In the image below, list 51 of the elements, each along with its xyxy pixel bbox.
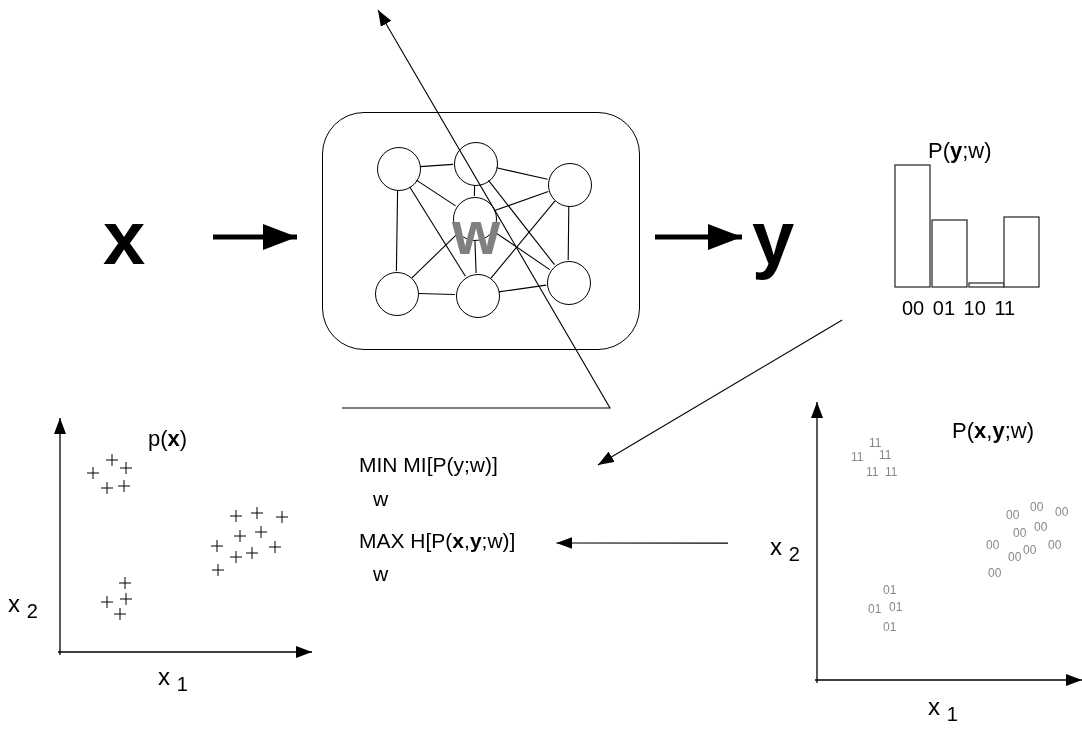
connector-line <box>415 179 457 207</box>
axis-label: x $_{1}$ <box>158 665 188 694</box>
point-label: 11 <box>879 449 892 461</box>
point-label: 11 <box>866 466 879 478</box>
point-label: 00 <box>986 539 1000 551</box>
connector-line <box>567 205 570 261</box>
plot-title: P(x,y;w) <box>952 420 1034 442</box>
connector-line <box>498 284 547 293</box>
connector-line <box>487 179 556 266</box>
point-label: 11 <box>885 466 898 478</box>
point-label: 11 <box>851 451 864 463</box>
connector-line <box>473 184 476 197</box>
subscript-label: w <box>373 488 389 509</box>
point-label: 01 <box>883 621 897 633</box>
thick-arrow <box>213 224 297 250</box>
connector-line <box>494 190 549 212</box>
point-label: 01 <box>868 603 882 615</box>
arrow <box>597 319 843 466</box>
axis-label: x $_{2}$ <box>770 535 800 564</box>
point-label: 00 <box>1048 539 1062 551</box>
input-variable-label: x <box>103 200 173 280</box>
connector-line <box>409 186 466 277</box>
point-label: 00 <box>1034 521 1048 533</box>
objective-formula: MAX H[P(x,y;w)] <box>359 530 516 551</box>
point-label: 00 <box>1055 506 1069 518</box>
chart-title: P(y;w) <box>928 140 992 162</box>
point-label: 00 <box>1006 509 1020 521</box>
point-label: 01 <box>883 584 897 596</box>
connector-line <box>417 292 456 296</box>
connector-line <box>419 163 454 168</box>
axis-label: x $_{2}$ <box>8 592 38 621</box>
point-label: 00 <box>988 567 1002 579</box>
point-label: 00 <box>1023 544 1037 556</box>
plot-title: p(x) <box>148 428 188 450</box>
connector-line <box>490 200 556 279</box>
point-label: 01 <box>889 601 903 613</box>
connector-line <box>395 189 399 272</box>
point-label: 00 <box>1008 551 1022 563</box>
thick-arrow <box>655 224 742 250</box>
axis-label: x $_{1}$ <box>928 695 958 724</box>
point-label: 00 <box>1030 501 1044 513</box>
connector-line <box>495 167 549 180</box>
arrow <box>555 537 729 549</box>
category-labels: 00 01 10 11 <box>902 298 1016 318</box>
objective-formula: MIN MI[P(y;w)] <box>359 454 498 475</box>
point-label: 00 <box>1013 527 1027 539</box>
subscript-label: w <box>373 563 389 584</box>
network-box <box>322 112 640 350</box>
output-variable-label: y <box>752 200 818 280</box>
point-label: 11 <box>869 437 882 449</box>
arrow <box>341 9 611 409</box>
